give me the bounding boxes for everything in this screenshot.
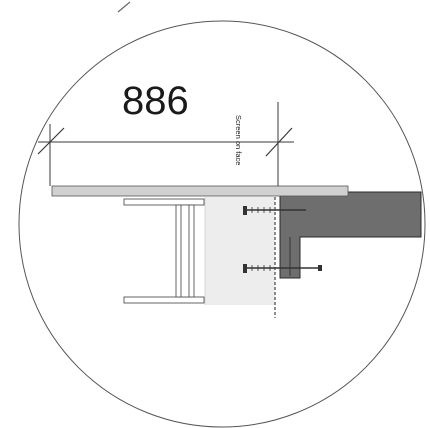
leader-stroke <box>117 1 131 13</box>
dimension-value: 886 <box>122 79 189 123</box>
screen-annotation: Screen on face <box>234 115 243 165</box>
dimension-line <box>37 102 294 186</box>
detail-circle <box>18 20 426 428</box>
infill-panel <box>205 197 275 305</box>
deck-board <box>51 185 349 197</box>
upper-screw <box>243 206 306 215</box>
lower-screw <box>243 264 322 273</box>
dark-member <box>279 191 422 279</box>
steel-beam <box>123 198 205 304</box>
